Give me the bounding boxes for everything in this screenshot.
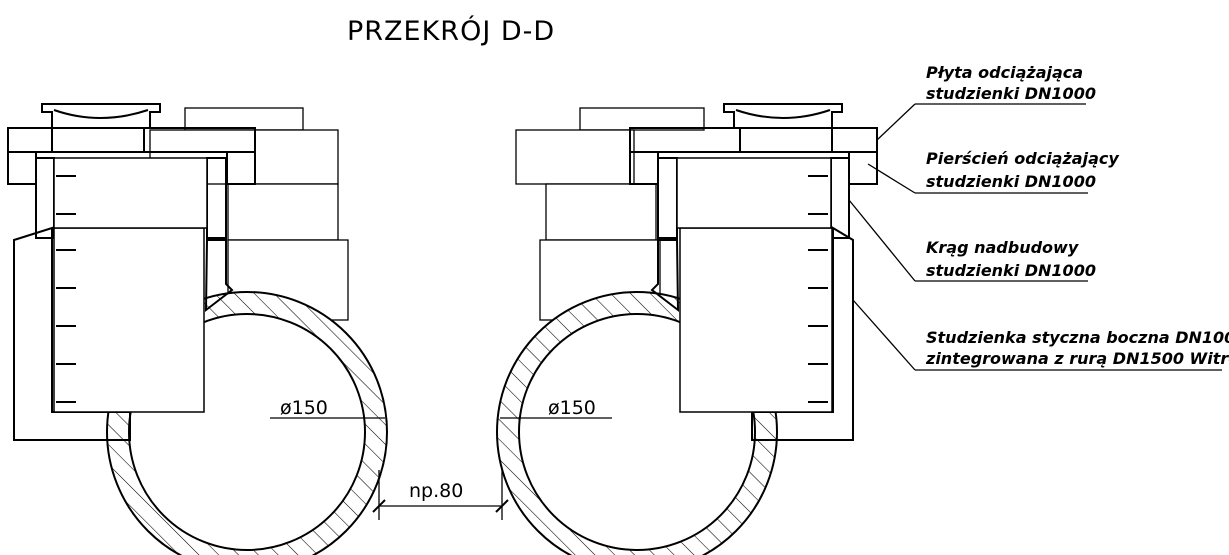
callout-plate-line2: studzienki DN1000 [926,84,1096,103]
left-riser-interior [53,157,208,229]
left-step-irons [56,175,76,403]
section-title: PRZEKRÓJ D-D [347,15,555,47]
left-relief-ring-left [7,151,37,185]
right-relief-ring-left [629,151,659,185]
callout-ring-line2: studzienki DN1000 [926,172,1096,191]
right-plate-opening [739,127,833,153]
callout-ring: Pierścień odciążający studzienki DN1000 [867,149,1119,194]
left-manhole-interior [53,227,205,413]
right-riser-wall-left [657,157,678,239]
left-assembly: ø150 [7,103,388,555]
right-ghost-shaft-upper [545,183,657,241]
right-manhole-interior [679,227,833,413]
right-ghost-plate [515,129,635,185]
spacing-dimension: np.80 [372,470,509,520]
right-cover-frame [723,103,843,129]
right-riser-interior [676,157,832,229]
spacing-dim-label: np.80 [409,480,463,502]
callout-riser: Krąg nadbudowy studzienki DN1000 [848,199,1096,282]
right-step-irons [808,175,828,403]
right-dim-label: ø150 [548,397,596,419]
callout-ring-line1: Pierścień odciążający [926,149,1119,168]
right-ghost-top-block [579,107,705,131]
callout-manhole-line1: Studzienka styczna boczna DN1000 [926,328,1229,347]
callout-manhole-line2: zintegrowana z rurą DN1500 Witros [925,349,1229,368]
right-cover-dish [735,109,831,119]
right-relief-plate [629,127,878,153]
right-manhole-wall [751,226,854,441]
left-cover-dish [53,109,149,119]
left-plate-opening [51,127,145,153]
left-riser-wall-left [35,157,55,239]
left-ghost-top-block [184,107,304,131]
callout-riser-line2: studzienki DN1000 [926,261,1096,280]
left-dim-label: ø150 [280,397,328,419]
right-riser-wall-right [830,157,850,239]
callout-plate: Płyta odciążająca studzienki DN1000 [876,63,1096,141]
callout-plate-line1: Płyta odciążająca [926,63,1083,82]
right-inner-wall-left [650,239,680,313]
left-ghost-shaft-upper [227,183,339,241]
right-relief-ring-right [848,151,878,185]
left-relief-ring-right [226,151,256,185]
callout-manhole: Studzienka styczna boczna DN1000 zintegr… [852,299,1229,371]
left-cover-frame [41,103,161,129]
right-assembly: ø150 [496,103,878,555]
left-inner-wall-right [204,239,234,313]
callout-riser-line1: Krąg nadbudowy [926,238,1079,257]
